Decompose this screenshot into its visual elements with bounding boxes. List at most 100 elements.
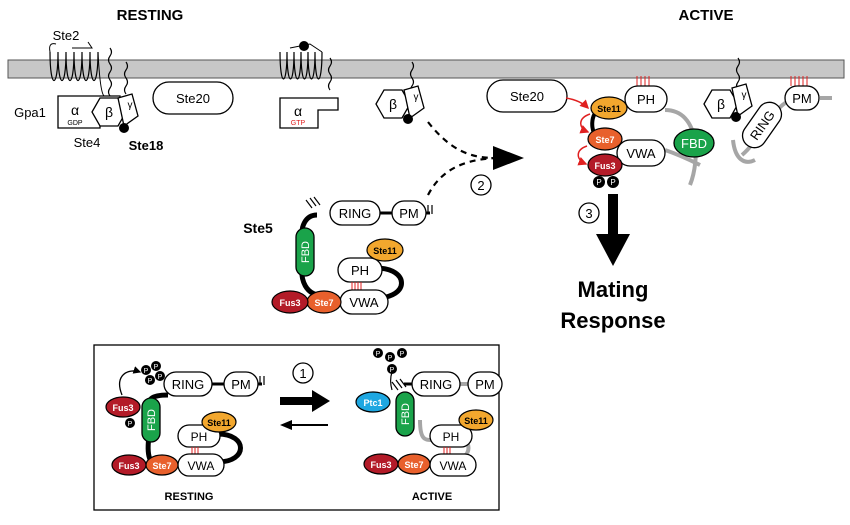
plasma-membrane: [7, 59, 845, 79]
ste7-label-active: Ste7: [595, 135, 614, 145]
heading-active: ACTIVE: [678, 7, 733, 24]
vwa-label-closed: VWA: [349, 295, 378, 310]
inset-left-phospho-cluster: [141, 361, 165, 385]
gpa1-alpha-symbol: α: [71, 102, 79, 118]
gpa1-alpha-gtp-symbol: α: [294, 103, 302, 119]
inset-left-fus3: [105, 396, 141, 418]
ph-label-active: PH: [637, 92, 655, 107]
inset-left-curve-arrow: [119, 366, 142, 396]
inset-left-p4: P: [158, 374, 163, 381]
ste20-to-ste11-arrow: [565, 97, 590, 110]
inset-left-fus3-label: Fus3: [112, 403, 133, 413]
reverse-arrow-head: [280, 420, 292, 430]
inset-right-ring-label: RING: [420, 377, 453, 392]
inset-left-fbd-label: FBD: [146, 409, 158, 431]
vwa-label-active: VWA: [626, 146, 655, 161]
fus3-active: [587, 153, 623, 177]
inset-right-p3: P: [400, 351, 405, 358]
label-gpa1: Gpa1: [14, 105, 46, 120]
inset-left-fus3-b: [111, 454, 147, 476]
ste11-closed: [366, 238, 404, 262]
inset-right-ptc1-label: Ptc1: [363, 398, 382, 408]
inset-right-pm-label: PM: [475, 377, 495, 392]
ring-domain-closed: [329, 200, 381, 226]
inset-left-ticks: [259, 376, 265, 385]
ste11-to-ste7-arrow: [579, 113, 591, 134]
ste18-gamma-symbol: γ: [128, 100, 133, 111]
ste5-mark-ticks: [305, 196, 433, 214]
ste20-active: [486, 79, 568, 113]
ste7-active: [587, 127, 623, 151]
mating-response-line1: Mating: [578, 277, 649, 302]
inset-left-fbd: [141, 397, 161, 443]
ring-domain-active: [741, 101, 783, 149]
gdp-label: GDP: [67, 120, 83, 127]
inset-right-phospho-free: [373, 348, 407, 374]
fus3-closed: [271, 290, 309, 314]
inset-right-p2: P: [388, 355, 393, 362]
inset-left-p3: P: [148, 378, 153, 385]
ste4-beta-symbol: β: [105, 104, 113, 120]
forward-arrow-shaft: [280, 397, 314, 405]
ph-label-closed: PH: [351, 263, 369, 278]
ste11-active: [590, 96, 628, 120]
inset-left-p2: P: [154, 364, 159, 371]
inset-left-ste11: [201, 411, 237, 433]
inset-right-p1: P: [376, 351, 381, 358]
gpa1-lipid-anchor: [107, 47, 113, 97]
inset-left-pm-label: PM: [231, 377, 251, 392]
ste18-gamma-subunit: [117, 93, 139, 133]
step-3-number: 3: [585, 206, 592, 221]
inset-left-ring: [163, 371, 213, 397]
ph-domain-active: [624, 85, 668, 113]
step-2-number: 2: [477, 178, 484, 193]
inset-right-ph-label: PH: [443, 430, 460, 444]
label-ste4: Ste4: [74, 135, 101, 150]
inset-left-ring-label: RING: [172, 377, 205, 392]
vwa-red-ticks-closed: [351, 282, 362, 290]
fbd-label-active: FBD: [681, 136, 707, 151]
ste11-label-active: Ste11: [597, 104, 621, 114]
step-3-arrow-head: [596, 234, 630, 266]
pm-label-closed: PM: [399, 206, 419, 221]
free-ggamma: [403, 85, 425, 124]
label-ste5: Ste5: [243, 220, 273, 236]
ste20-resting: [152, 81, 234, 115]
phospho-p-1: P: [596, 178, 601, 187]
ring-label-closed: RING: [339, 206, 372, 221]
inset-left-vwa-label: VWA: [188, 459, 215, 473]
inset-left-p1: P: [144, 368, 149, 375]
inset-right-release-arrow: [389, 371, 393, 391]
pm-domain-active: [784, 85, 820, 111]
active-gbg-anchor: [735, 57, 741, 91]
inset-left-ste11-label: Ste11: [207, 418, 231, 428]
ste2-receptor: [49, 41, 105, 97]
inset-right-ticks: [391, 378, 407, 391]
pm-label-active: PM: [792, 91, 812, 106]
label-ste2: Ste2: [53, 28, 80, 43]
step-1-circle: [292, 362, 314, 384]
pm-domain-closed: [391, 200, 427, 226]
inset-left-fus3-b-label: Fus3: [118, 461, 139, 471]
active-ggamma: [731, 83, 753, 122]
step-2-circle: [470, 174, 492, 196]
inset-right-ste11: [458, 409, 494, 431]
inset-right-ste7-label: Ste7: [404, 460, 423, 470]
fbd-label-closed: FBD: [300, 241, 312, 263]
fus3-phospho-pair: [593, 176, 619, 188]
step-3-arrow-shaft: [608, 194, 618, 236]
inset-right-fus3-label: Fus3: [370, 460, 391, 470]
free-ggamma-symbol: γ: [414, 92, 419, 103]
inset-right-vwa-ticks: [443, 447, 451, 454]
inset-left-pm: [223, 371, 259, 397]
ste20-resting-label: Ste20: [176, 91, 210, 106]
inset-right-ph: [429, 424, 473, 448]
ste20-active-label: Ste20: [510, 89, 544, 104]
fus3-label-active: Fus3: [594, 161, 615, 171]
ste18-lipid-anchor: [123, 61, 129, 95]
active-ggamma-symbol: γ: [742, 90, 747, 101]
forward-arrow-head: [312, 390, 330, 412]
inset-left-ph-label: PH: [191, 430, 208, 444]
inset-right-ptc1: [355, 391, 391, 413]
